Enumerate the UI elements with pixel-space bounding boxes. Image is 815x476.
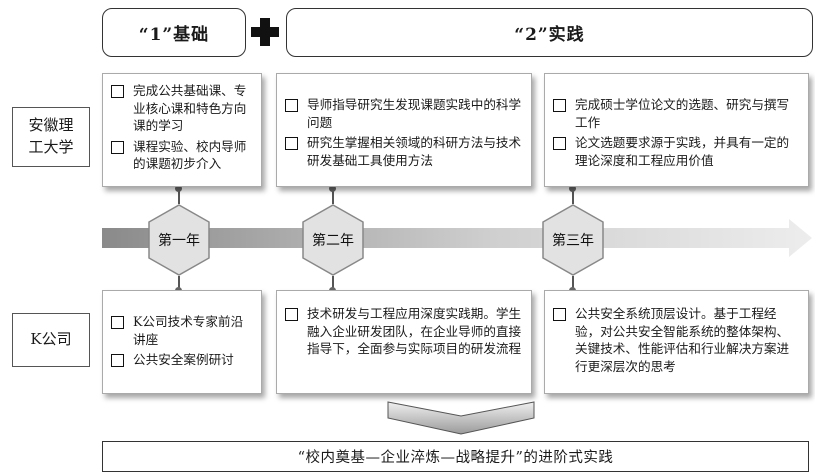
- year-1-label: 第一年: [158, 233, 200, 249]
- item-text: 完成公共基础课、专业核心课和特色方向课的学习: [133, 83, 247, 133]
- item-text: 技术研发与工程应用深度实践期。学生融入企业研发团队，在企业导师的直接指导下，全面…: [307, 306, 522, 356]
- hexagon-shape: [148, 204, 210, 276]
- checkbox-icon: [285, 99, 298, 112]
- item-text: 论文选题要求源于实践，并具有一定的理论深度和工程应用价值: [575, 135, 790, 168]
- university-card-year-2: 导师指导研究生发现课题实践中的科学问题 研究生掌握相关领域的科研方法与技术研发基…: [276, 73, 532, 187]
- down-chevron-icon: [387, 401, 535, 435]
- checkbox-icon: [285, 137, 298, 150]
- connector-line: [332, 188, 334, 204]
- item-text: 完成硕士学位论文的选题、研究与撰写工作: [575, 97, 790, 130]
- connector-line: [572, 188, 574, 204]
- row-label-company: K公司: [12, 313, 90, 367]
- hexagon-shape: [542, 204, 604, 276]
- list-item: 完成公共基础课、专业核心课和特色方向课的学习: [111, 82, 253, 135]
- year-1-hexagon: 第一年: [148, 204, 210, 276]
- list-item: 研究生掌握相关领域的科研方法与技术研发基础工具使用方法: [285, 134, 523, 169]
- summary-banner: “校内奠基—企业淬炼—战略提升”的进阶式实践: [102, 441, 809, 472]
- university-card-year-1: 完成公共基础课、专业核心课和特色方向课的学习 课程实验、校内导师的课题初步介入: [102, 73, 262, 187]
- item-text: 导师指导研究生发现课题实践中的科学问题: [307, 97, 522, 130]
- connector-dot: [329, 185, 336, 192]
- checkbox-icon: [553, 99, 566, 112]
- checkbox-icon: [111, 316, 124, 329]
- university-card-year-3: 完成硕士学位论文的选题、研究与撰写工作 论文选题要求源于实践，并具有一定的理论深…: [544, 73, 809, 187]
- year-2-hexagon: 第二年: [302, 204, 364, 276]
- connector-line: [178, 276, 180, 290]
- basis-header: “1”基础: [102, 8, 246, 57]
- company-card-year-1: K公司技术专家前沿讲座 公共安全案例研讨: [102, 290, 262, 394]
- connector-line: [178, 188, 180, 204]
- company-card-year-3: 公共安全系统顶层设计。基于工程经验，对公共安全智能系统的整体架构、关键技术、性能…: [544, 290, 809, 394]
- connector-dot: [569, 185, 576, 192]
- checkbox-icon: [553, 308, 566, 321]
- year-3-hexagon: 第三年: [542, 204, 604, 276]
- hexagon-shape: [302, 204, 364, 276]
- item-text: 研究生掌握相关领域的科研方法与技术研发基础工具使用方法: [307, 135, 522, 168]
- connector-line: [572, 276, 574, 290]
- list-item: 完成硕士学位论文的选题、研究与撰写工作: [553, 96, 800, 131]
- list-item: 公共安全系统顶层设计。基于工程经验，对公共安全智能系统的整体架构、关键技术、性能…: [553, 305, 800, 375]
- list-item: K公司技术专家前沿讲座: [111, 313, 253, 348]
- list-item: 公共安全案例研讨: [111, 351, 253, 369]
- company-card-year-2: 技术研发与工程应用深度实践期。学生融入企业研发团队，在企业导师的直接指导下，全面…: [276, 290, 532, 394]
- item-text: K公司技术专家前沿讲座: [133, 314, 244, 347]
- list-item: 导师指导研究生发现课题实践中的科学问题: [285, 96, 523, 131]
- year-2-label: 第二年: [312, 233, 354, 249]
- item-text: 课程实验、校内导师的课题初步介入: [133, 138, 247, 172]
- list-item: 技术研发与工程应用深度实践期。学生融入企业研发团队，在企业导师的直接指导下，全面…: [285, 305, 523, 358]
- connector-line: [332, 276, 334, 290]
- item-text: 公共安全案例研讨: [133, 352, 234, 367]
- checkbox-icon: [111, 85, 124, 98]
- plus-icon: [249, 16, 281, 48]
- row-label-university: 安徽理工大学: [12, 107, 90, 167]
- checkbox-icon: [553, 137, 566, 150]
- practice-header: “2”实践: [286, 8, 813, 57]
- list-item: 课程实验、校内导师的课题初步介入: [111, 138, 253, 173]
- list-item: 论文选题要求源于实践，并具有一定的理论深度和工程应用价值: [553, 134, 800, 169]
- checkbox-icon: [285, 308, 298, 321]
- checkbox-icon: [111, 354, 124, 367]
- connector-dot: [175, 185, 182, 192]
- item-text: 公共安全系统顶层设计。基于工程经验，对公共安全智能系统的整体架构、关键技术、性能…: [575, 306, 790, 374]
- year-3-label: 第三年: [552, 233, 594, 249]
- checkbox-icon: [111, 140, 124, 154]
